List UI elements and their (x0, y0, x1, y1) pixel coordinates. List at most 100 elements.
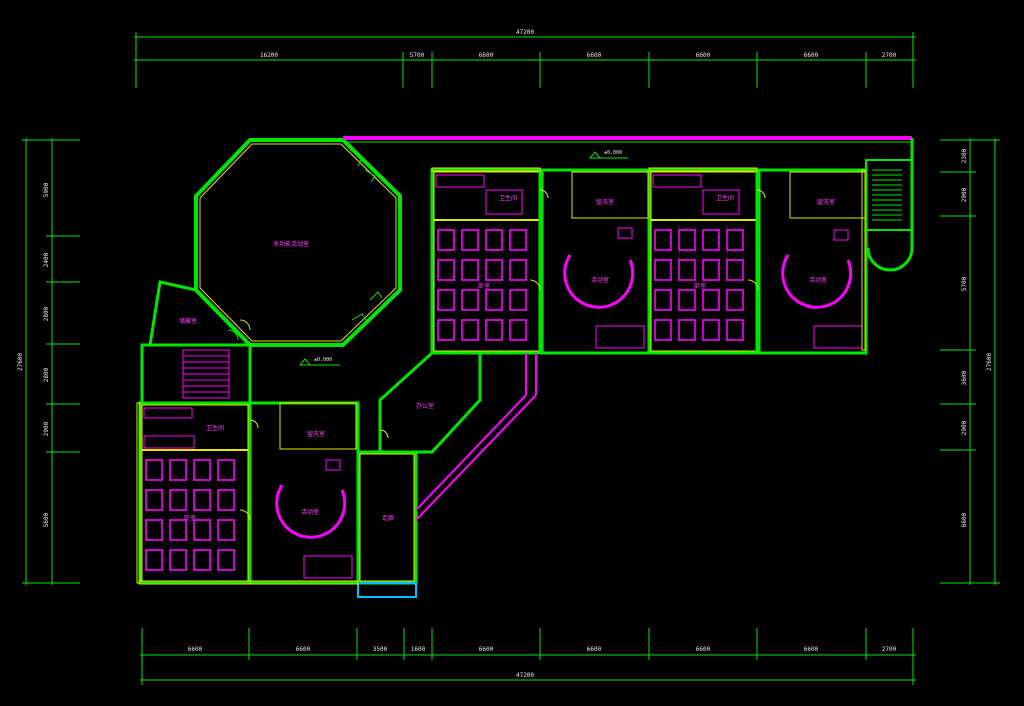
corridor-link: 走廊 (356, 450, 418, 598)
bottom-seg-4: 1600 (411, 646, 426, 653)
bed (678, 229, 696, 251)
bed (193, 519, 211, 541)
activity-b-label: 活动室 (809, 276, 827, 284)
top-seg-7: 2700 (882, 52, 897, 59)
west-stair (140, 343, 252, 405)
bottom-seg-6: 6600 (587, 646, 602, 653)
bed (726, 259, 744, 281)
level-mark-2: ±0.000 (298, 357, 340, 366)
right-seg-5: 2900 (961, 420, 968, 435)
level-mark-1: ±0.000 (588, 150, 628, 159)
top-total-dim: 47200 (516, 29, 534, 36)
canopy-lines (415, 351, 866, 521)
bed (509, 229, 527, 251)
beds-unit-b (654, 229, 744, 341)
top-seg-6: 6600 (804, 52, 819, 59)
right-seg-1: 2300 (961, 148, 968, 163)
bottom-seg-1: 6600 (188, 646, 203, 653)
bottom-seg-9: 2700 (882, 646, 897, 653)
bed (217, 489, 235, 511)
right-seg-3: 5700 (961, 276, 968, 291)
bottom-seg-7: 6600 (696, 646, 711, 653)
bed (145, 519, 163, 541)
svg-text:±0.000: ±0.000 (314, 357, 332, 363)
left-seg-6: 5600 (43, 512, 50, 527)
bed (461, 289, 479, 311)
left-seg-3: 2800 (43, 306, 50, 321)
bed (485, 289, 503, 311)
bed (509, 259, 527, 281)
bed (702, 259, 720, 281)
bed (485, 319, 503, 341)
bed (726, 289, 744, 311)
bed (654, 229, 672, 251)
left-seg-5: 2900 (43, 421, 50, 436)
bed (702, 289, 720, 311)
bed (193, 549, 211, 571)
bed (437, 289, 455, 311)
bed (509, 319, 527, 341)
bedroom-b-label: 卧室 (694, 282, 706, 290)
svg-text:±0.000: ±0.000 (604, 150, 622, 156)
east-stair (865, 159, 914, 272)
activity-a-label: 活动室 (591, 276, 609, 284)
bedroom-c-label: 卧室 (184, 514, 196, 522)
bed (437, 259, 455, 281)
windows (136, 167, 866, 585)
toilet-b-label: 卫生间 (716, 194, 734, 202)
bed (485, 259, 503, 281)
bottom-seg-2: 6600 (296, 646, 311, 653)
top-seg-2: 5700 (410, 52, 425, 59)
bed (145, 459, 163, 481)
bottom-seg-8: 6600 (804, 646, 819, 653)
bed (437, 229, 455, 251)
bed (485, 229, 503, 251)
bed (461, 229, 479, 251)
octagon-hall: 多功能活动室 (194, 138, 402, 347)
right-seg-4: 3600 (961, 370, 968, 385)
octagon-hall-label: 多功能活动室 (273, 240, 309, 248)
wash-b-label: 盥洗室 (817, 198, 835, 206)
office-wedge: 办公室 (378, 351, 482, 454)
top-seg-5: 6600 (696, 52, 711, 59)
bed (169, 459, 187, 481)
corridor-label: 走廊 (382, 514, 394, 522)
left-dimension-chain: 27600 5900 2400 2800 2800 2900 5600 (17, 138, 80, 585)
bed (169, 489, 187, 511)
bed (678, 259, 696, 281)
bed (654, 319, 672, 341)
left-total-dim: 27600 (17, 353, 24, 371)
bed (193, 489, 211, 511)
toilet-a-label: 卫生间 (499, 194, 517, 202)
bed (726, 319, 744, 341)
top-seg-4: 6600 (587, 52, 602, 59)
activity-c-label: 活动室 (301, 508, 319, 516)
bottom-seg-3: 3500 (373, 646, 388, 653)
top-seg-1: 16200 (260, 52, 278, 59)
bed (726, 229, 744, 251)
storage-label: 储藏室 (179, 317, 197, 325)
top-dimension-chain: 47200 16200 5700 6600 6600 6600 6600 270… (134, 29, 916, 88)
bed (461, 319, 479, 341)
bed (678, 319, 696, 341)
right-seg-6: 6600 (961, 512, 968, 527)
bed (702, 319, 720, 341)
bed (654, 259, 672, 281)
bottom-seg-5: 6600 (479, 646, 494, 653)
left-seg-1: 5900 (43, 182, 50, 197)
bed (169, 519, 187, 541)
right-dimension-chain: 2300 2900 5700 3600 2900 6600 27600 (940, 138, 1000, 585)
beds-unit-c (145, 459, 235, 571)
beds-unit-a (437, 229, 527, 341)
bedroom-a-label: 卧室 (478, 282, 490, 290)
wash-c-label: 盥洗室 (307, 430, 325, 438)
bed (654, 289, 672, 311)
toilet-c-label: 卫生间 (206, 424, 224, 432)
bottom-dimension-chain: 6600 6600 3500 1600 6600 6600 6600 6600 … (140, 628, 916, 685)
north-corridor-wall (343, 136, 914, 290)
wash-a-label: 盥洗室 (596, 198, 614, 206)
top-seg-3: 6600 (479, 52, 494, 59)
right-seg-2: 2900 (961, 187, 968, 202)
bed (217, 519, 235, 541)
